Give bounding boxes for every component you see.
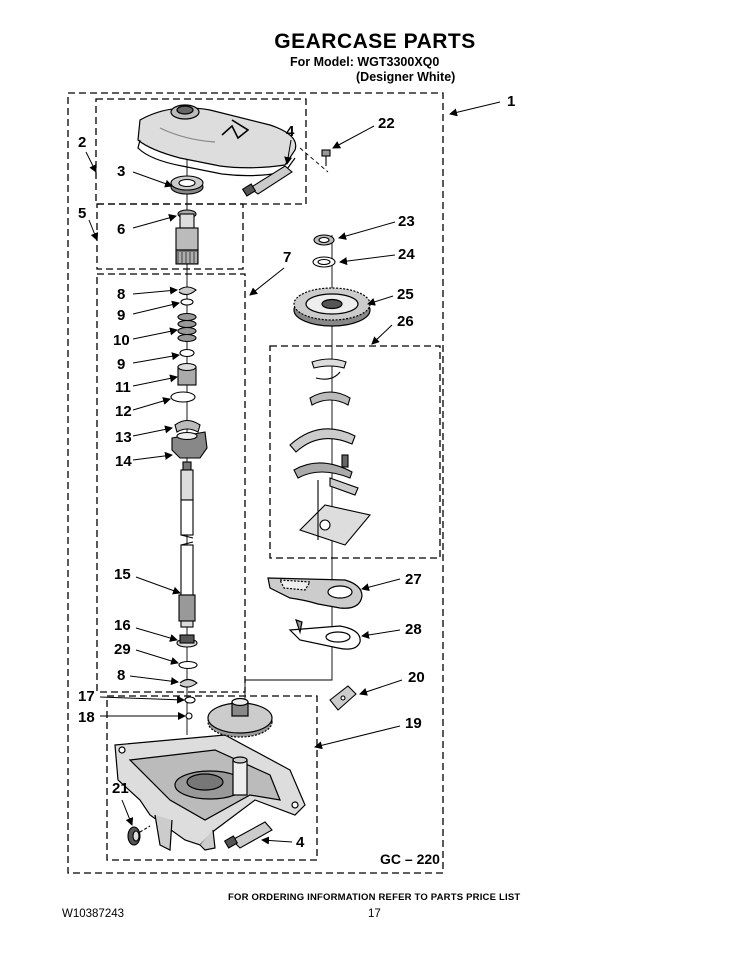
washer-parts xyxy=(312,234,336,268)
callout-11: 11 xyxy=(115,379,131,396)
grease-tube-part-bottom xyxy=(223,821,273,849)
callout-9-top: 9 xyxy=(117,307,125,324)
callout-7: 7 xyxy=(283,249,291,266)
callout-24: 24 xyxy=(398,246,415,263)
callout-10: 10 xyxy=(113,332,130,349)
shift-assembly-part xyxy=(289,358,372,546)
callout-2: 2 xyxy=(78,134,86,151)
model-line: For Model: WGT3300XQ0 xyxy=(290,55,440,69)
callout-29: 29 xyxy=(114,641,131,658)
bearing-gear-part xyxy=(175,209,199,265)
callout-22: 22 xyxy=(378,115,395,132)
clip-part xyxy=(329,685,357,711)
lower-shaft-parts xyxy=(176,634,198,720)
callout-16: 16 xyxy=(114,617,131,634)
callout-9-lower: 9 xyxy=(117,356,125,373)
callout-17: 17 xyxy=(78,688,95,705)
callout-18: 18 xyxy=(78,709,95,726)
page-number: 17 xyxy=(368,908,381,920)
variant-line: (Designer White) xyxy=(356,70,456,84)
callout-4-bottom: 4 xyxy=(296,834,305,851)
document-number: W10387243 xyxy=(62,908,125,920)
shift-lever-part xyxy=(267,577,363,609)
callout-25: 25 xyxy=(397,286,414,303)
screw-part xyxy=(321,149,331,166)
callout-labels: 1 2 3 4 22 5 6 7 23 24 25 26 8 9 10 9 11… xyxy=(78,93,515,867)
callout-5: 5 xyxy=(78,205,86,222)
ordering-note: FOR ORDERING INFORMATION REFER TO PARTS … xyxy=(228,892,521,903)
callout-21: 21 xyxy=(112,780,129,797)
shaft-stack-parts xyxy=(170,286,208,459)
gearcase-base-part xyxy=(114,697,306,851)
assembly-box-1 xyxy=(67,92,444,874)
callout-12: 12 xyxy=(115,403,132,420)
callout-26: 26 xyxy=(397,313,414,330)
gearcase-cover-part xyxy=(137,104,297,177)
diagram-code: GC – 220 xyxy=(380,851,440,867)
callout-28: 28 xyxy=(405,621,422,638)
callout-15: 15 xyxy=(114,566,131,583)
callout-23: 23 xyxy=(398,213,415,230)
callout-14: 14 xyxy=(115,453,132,470)
callout-3: 3 xyxy=(117,163,125,180)
agitator-shaft-part xyxy=(178,461,196,628)
bracket-part xyxy=(288,619,361,650)
seal-part xyxy=(170,175,204,195)
callout-4-top: 4 xyxy=(286,123,295,140)
page-title: GEARCASE PARTS xyxy=(274,30,476,53)
group-box-26 xyxy=(269,345,441,559)
large-gear-part xyxy=(293,287,371,327)
callout-19: 19 xyxy=(405,715,422,732)
grease-tube-part-top xyxy=(241,165,293,197)
group-box-7 xyxy=(96,273,246,693)
callout-1: 1 xyxy=(507,93,515,110)
callout-20: 20 xyxy=(408,669,425,686)
callout-13: 13 xyxy=(115,429,132,446)
callout-8-top: 8 xyxy=(117,286,125,303)
callout-8-lower: 8 xyxy=(117,667,125,684)
callout-27: 27 xyxy=(405,571,422,588)
callout-6: 6 xyxy=(117,221,125,238)
plug-part xyxy=(127,825,151,846)
group-box-19 xyxy=(106,695,318,861)
